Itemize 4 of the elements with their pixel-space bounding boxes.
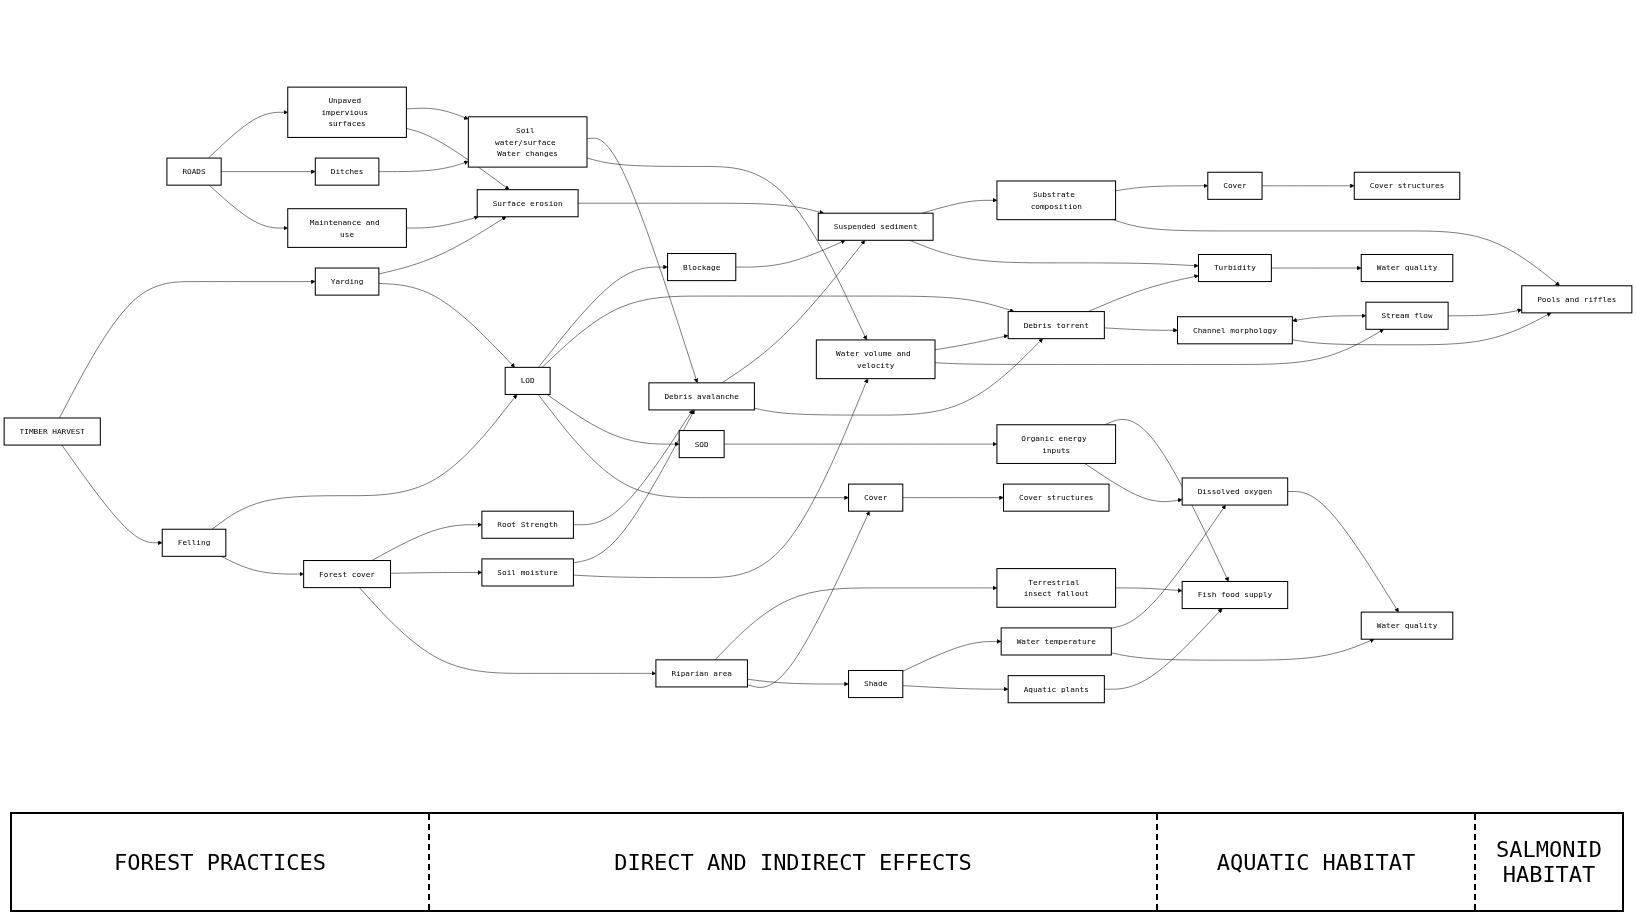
band-label: SALMONID HABITAT [1495, 837, 1603, 887]
band-label: DIRECT AND INDIRECT EFFECTS [614, 849, 972, 875]
band-label: AQUATIC HABITAT [1216, 849, 1416, 875]
band-label: FOREST PRACTICES [114, 849, 326, 875]
